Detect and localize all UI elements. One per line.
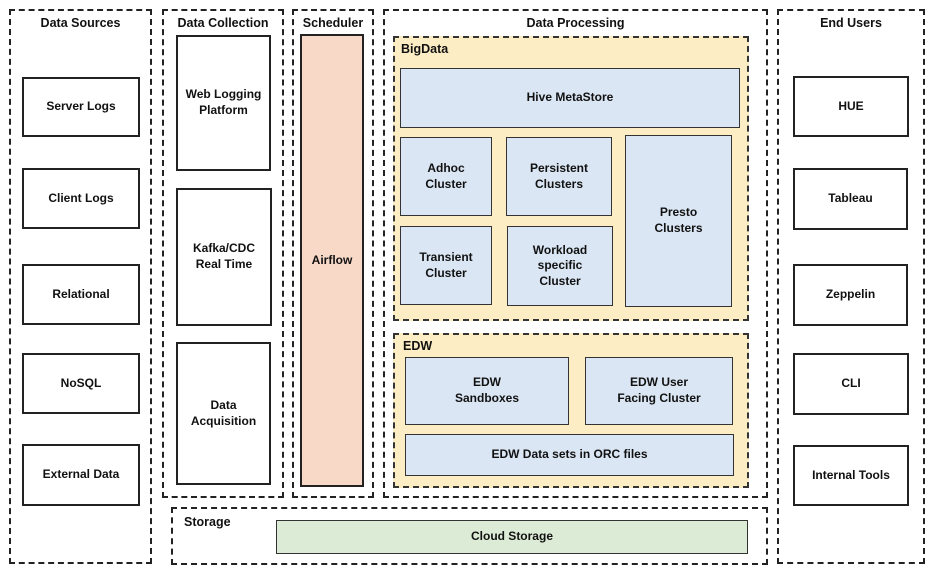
- bigdata-title: BigData: [401, 42, 449, 56]
- end-users-title: End Users: [820, 16, 882, 30]
- zeppelin-node: Zeppelin: [793, 264, 908, 326]
- end-users-section: End Users: [777, 9, 925, 564]
- persistent-clusters-node: Persistent Clusters: [506, 137, 612, 216]
- workload-specific-cluster-node: Workload specific Cluster: [507, 226, 613, 306]
- edw-datasets-orc-node: EDW Data sets in ORC files: [405, 434, 734, 476]
- cli-node: CLI: [793, 353, 909, 415]
- cloud-storage-node: Cloud Storage: [276, 520, 748, 554]
- transient-cluster-node: Transient Cluster: [400, 226, 492, 305]
- client-logs-node: Client Logs: [22, 168, 140, 229]
- relational-node: Relational: [22, 264, 140, 325]
- scheduler-title: Scheduler: [302, 16, 364, 30]
- data-processing-title: Data Processing: [526, 16, 625, 30]
- hive-metastore-node: Hive MetaStore: [400, 68, 740, 128]
- kafka-cdc-node: Kafka/CDC Real Time: [176, 188, 272, 326]
- storage-title: Storage: [184, 515, 231, 529]
- data-collection-section: Data Collection: [162, 9, 284, 498]
- airflow-node: Airflow: [300, 34, 364, 487]
- web-logging-platform-node: Web Logging Platform: [176, 35, 271, 171]
- edw-user-facing-cluster-node: EDW User Facing Cluster: [585, 357, 733, 425]
- edw-title: EDW: [403, 339, 433, 353]
- data-processing-section: Data Processing: [383, 9, 768, 498]
- internal-tools-node: Internal Tools: [793, 445, 909, 506]
- data-sources-section: Data Sources: [9, 9, 152, 564]
- adhoc-cluster-node: Adhoc Cluster: [400, 137, 492, 216]
- storage-section: Storage: [171, 507, 768, 565]
- nosql-node: NoSQL: [22, 353, 140, 414]
- server-logs-node: Server Logs: [22, 77, 140, 137]
- edw-sandboxes-node: EDW Sandboxes: [405, 357, 569, 425]
- tableau-node: Tableau: [793, 168, 908, 230]
- scheduler-section: Scheduler: [292, 9, 374, 498]
- presto-clusters-node: Presto Clusters: [625, 135, 732, 307]
- external-data-node: External Data: [22, 444, 140, 506]
- hue-node: HUE: [793, 76, 909, 137]
- data-sources-title: Data Sources: [40, 16, 121, 30]
- data-acquisition-node: Data Acquisition: [176, 342, 271, 485]
- data-collection-title: Data Collection: [177, 16, 269, 30]
